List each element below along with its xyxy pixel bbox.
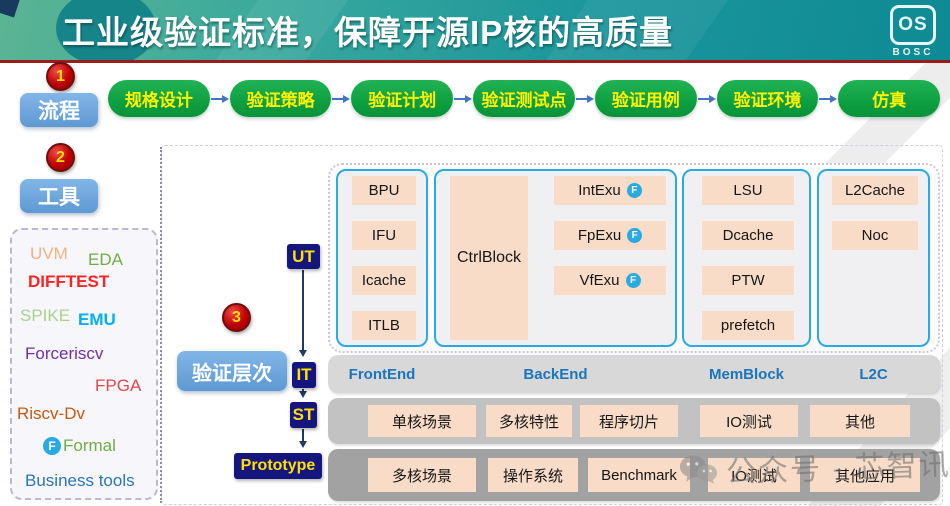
prototype-scenario-bar: 多核场景 操作系统 Benchmark IO测试 其他应用 <box>328 449 940 501</box>
tool-item: EDA <box>88 250 123 269</box>
module-block: prefetch <box>702 311 794 340</box>
layer-label-bar: FrontEnd BackEnd MemBlock L2C <box>328 355 940 393</box>
formal-f-icon: F <box>43 437 61 455</box>
group-backend: CtrlBlock IntExu F FpExu F VfExu F <box>434 169 677 347</box>
scenario-block: IO测试 <box>700 405 798 437</box>
tool-item: Forceriscv <box>25 344 104 363</box>
group-frontend: BPU IFU Icache ITLB <box>336 169 428 347</box>
level-box-it: IT <box>292 362 316 388</box>
watermark: 公众号 - 芯智讯 <box>677 439 950 492</box>
process-step-pill: 验证计划 <box>351 80 454 117</box>
level-connector-arrow <box>299 429 307 448</box>
tools-label-button: 工具 <box>20 179 98 213</box>
banner-corner-decoration <box>0 0 21 18</box>
module-block: LSU <box>702 176 794 205</box>
bosc-logo: OS BOSC <box>888 5 938 58</box>
scenario-block: 操作系统 <box>488 458 578 492</box>
header-banner: 工业级验证标准，保障开源IP核的高质量 OS BOSC <box>0 0 950 60</box>
process-flow-row: 规格设计 验证策略 验证计划 验证测试点 验证用例 验证环境 仿真 <box>108 80 941 117</box>
tool-item: SPIKE <box>20 306 71 325</box>
tool-item: DIFFTEST <box>28 272 110 291</box>
module-block-ctrlblock: CtrlBlock <box>450 176 528 340</box>
module-label: FpExu <box>577 227 622 244</box>
module-block: Noc <box>832 221 918 250</box>
level-connector-arrow <box>299 270 307 357</box>
process-step-pill: 规格设计 <box>108 80 210 117</box>
process-step-pill: 验证测试点 <box>473 80 575 117</box>
level-connector-arrow <box>299 389 307 398</box>
process-step-pill: 验证用例 <box>594 80 697 117</box>
tools-box <box>10 228 158 500</box>
flow-arrow-icon <box>818 94 838 104</box>
step-badge-1: 1 <box>46 62 75 91</box>
vertical-dotted-separator <box>160 147 162 503</box>
module-block: VfExu F <box>554 266 666 295</box>
module-block: BPU <box>352 176 416 205</box>
step-badge-3: 3 <box>222 303 251 332</box>
banner-ellipse-decoration <box>56 0 156 60</box>
module-block: Icache <box>352 266 416 295</box>
group-memblock: LSU Dcache PTW prefetch <box>682 169 811 347</box>
tool-item: EMU <box>78 310 116 329</box>
layer-label: MemBlock <box>708 365 785 383</box>
scenario-block: 程序切片 <box>580 405 678 437</box>
layer-label: L2C <box>859 365 888 383</box>
level-box-st: ST <box>290 402 317 428</box>
module-label: VfExu <box>579 272 620 289</box>
logo-bosc-label: BOSC <box>892 47 934 58</box>
wechat-icon <box>679 455 718 484</box>
process-step-pill: 验证环境 <box>716 80 819 117</box>
scenario-block: 其他应用 <box>810 458 920 492</box>
module-label: IntExu <box>578 182 621 199</box>
accent-divider <box>0 60 950 63</box>
level-box-ut: UT <box>287 244 320 269</box>
logo-os-icon: OS <box>890 5 936 45</box>
flow-arrow-icon <box>453 94 473 104</box>
levels-label-button: 验证层次 <box>177 351 287 391</box>
level-box-prototype: Prototype <box>234 453 322 479</box>
group-l2c: L2Cache Noc <box>817 169 930 347</box>
scenario-block: 多核场景 <box>368 458 476 492</box>
module-block: IntExu F <box>554 176 666 205</box>
layer-label: FrontEnd <box>348 365 416 383</box>
module-block: FpExu F <box>554 221 666 250</box>
layer-label: BackEnd <box>523 365 588 383</box>
flow-arrow-icon <box>697 94 717 104</box>
formal-f-icon: F <box>626 183 642 198</box>
step-badge-2: 2 <box>46 143 75 172</box>
scenario-block: Benchmark <box>588 458 690 492</box>
scenario-block: 多核特性 <box>486 405 572 437</box>
module-block: Dcache <box>702 221 794 250</box>
tool-item: Riscv-Dv <box>17 404 85 423</box>
process-step-pill: 验证策略 <box>229 80 332 117</box>
slide-title: 工业级验证标准，保障开源IP核的高质量 <box>62 14 674 51</box>
module-block: PTW <box>702 266 794 295</box>
watermark-text: 公众号 - 芯智讯 <box>725 448 950 490</box>
tool-item: Business tools <box>25 471 135 490</box>
process-step-pill: 仿真 <box>838 80 941 117</box>
tool-item: FPGA <box>95 376 142 395</box>
flow-arrow-icon <box>210 94 230 104</box>
scenario-block: 其他 <box>810 405 910 437</box>
st-scenario-bar: 单核场景 多核特性 程序切片 IO测试 其他 <box>328 398 940 444</box>
module-block: L2Cache <box>832 176 918 205</box>
tool-item: F Formal <box>43 436 116 456</box>
module-block: ITLB <box>352 311 416 340</box>
process-label-button: 流程 <box>20 93 98 127</box>
scenario-block: 单核场景 <box>368 405 476 437</box>
tool-item: UVM <box>30 244 68 263</box>
flow-arrow-icon <box>331 94 351 104</box>
formal-f-icon: F <box>627 228 643 243</box>
flow-arrow-icon <box>575 94 595 104</box>
formal-f-icon: F <box>625 273 641 288</box>
scenario-block: IO测试 <box>708 458 800 492</box>
module-block: IFU <box>352 221 416 250</box>
tool-item-label: Formal <box>63 436 116 455</box>
